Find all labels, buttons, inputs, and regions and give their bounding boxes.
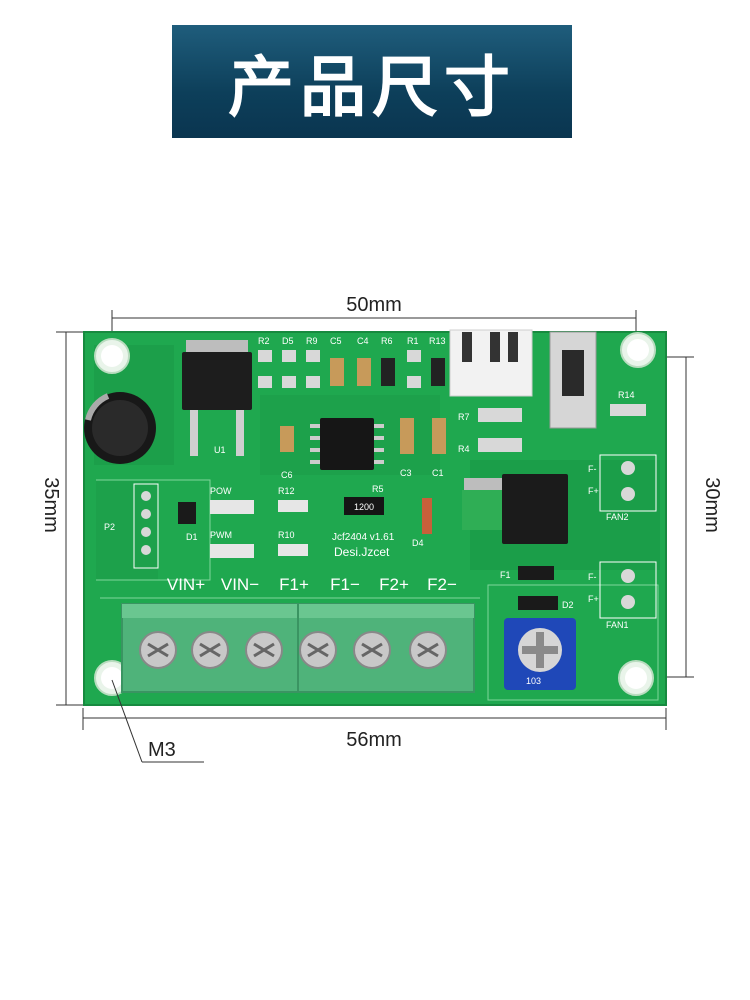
- designer-label: Desi.Jzcet: [334, 545, 390, 559]
- fan2-fminus: F-: [588, 464, 597, 474]
- dim-left-label: 35mm: [40, 477, 62, 533]
- r5-label: R5: [372, 484, 384, 494]
- terminal-label-0: VIN+: [167, 575, 205, 594]
- silk-top-5: R6: [381, 336, 393, 346]
- top-smd-components: [258, 350, 445, 388]
- fan1-fplus: F+: [588, 594, 599, 604]
- r5-code: 1200: [354, 502, 374, 512]
- terminal-screw-2: [245, 631, 283, 669]
- silk-top-0: R2: [258, 336, 270, 346]
- led-area: POW R12 PWM R10 D1: [178, 486, 308, 558]
- silk-top-4: C4: [357, 336, 369, 346]
- terminal-label-1: VIN−: [221, 575, 259, 594]
- soic-ic: [310, 418, 384, 470]
- fuse-and-diode: F1 D2: [500, 566, 574, 610]
- silk-top-7: R13: [429, 336, 446, 346]
- r10-label: R10: [278, 530, 295, 540]
- fan2-fplus: F+: [588, 486, 599, 496]
- dim-bottom-label: 56mm: [346, 729, 402, 751]
- silk-top-1: D5: [282, 336, 294, 346]
- d4-label: D4: [412, 538, 424, 548]
- pwm-label: PWM: [210, 530, 232, 540]
- terminal-label-4: F2+: [379, 575, 409, 594]
- p2-header: P2: [104, 483, 159, 569]
- r7-label: R7: [458, 412, 470, 422]
- top-silkscreen-row: R2 D5 R9 C5 C4 R6 R1 R13: [258, 336, 446, 346]
- terminal-screw-4: [353, 631, 391, 669]
- d2-label: D2: [562, 600, 574, 610]
- potentiometer: 103: [504, 618, 576, 690]
- terminal-screw-3: [299, 631, 337, 669]
- terminal-label-2: F1+: [279, 575, 309, 594]
- slide-switch: [549, 331, 597, 429]
- mounting-holes: [94, 332, 656, 696]
- u1-label: U1: [214, 445, 226, 455]
- silk-top-2: R9: [306, 336, 318, 346]
- pot-code: 103: [526, 676, 541, 686]
- d1-label: D1: [186, 532, 198, 542]
- title-banner: 产品尺寸: [172, 25, 572, 138]
- middle-components: C6 C3 C1 R7 R4: [280, 408, 522, 480]
- terminal-screw-0: [139, 631, 177, 669]
- terminal-labels: VIN+ VIN− F1+ F1− F2+ F2−: [167, 575, 457, 594]
- c1-label: C1: [432, 468, 444, 478]
- terminal-screw-5: [409, 631, 447, 669]
- dim-top-label: 50mm: [346, 294, 402, 316]
- terminal-label-3: F1−: [330, 575, 360, 594]
- dimension-right-height: 30mm: [636, 356, 723, 678]
- c6-label: C6: [281, 470, 293, 480]
- electrolytic-capacitor: [84, 392, 156, 464]
- m3-label: M3: [148, 739, 176, 761]
- dimension-left-height: 35mm: [40, 331, 84, 706]
- r14-label: R14: [618, 390, 635, 400]
- fan2-label: FAN2: [606, 512, 629, 522]
- screw-terminal-block: [121, 603, 475, 693]
- p2-label: P2: [104, 522, 115, 532]
- fan1-connector: F- F+ FAN1: [588, 561, 657, 630]
- dim-right-label: 30mm: [701, 477, 723, 533]
- terminal-label-5: F2−: [427, 575, 457, 594]
- pow-label: POW: [210, 486, 232, 496]
- silk-top-3: C5: [330, 336, 342, 346]
- m3-callout: M3: [111, 679, 204, 763]
- fan1-fminus: F-: [588, 572, 597, 582]
- r5-and-version: R5 1200 Jcf2404 v1.61 Desi.Jzcet D4: [332, 484, 432, 559]
- white-connector: [449, 329, 533, 397]
- f1-label: F1: [500, 570, 511, 580]
- u1-regulator: U1: [182, 340, 252, 456]
- fan1-label: FAN1: [606, 620, 629, 630]
- fan2-connector: F- F+ FAN2: [588, 454, 657, 522]
- silk-top-6: R1: [407, 336, 419, 346]
- terminal-screw-1: [191, 631, 229, 669]
- r12-label: R12: [278, 486, 295, 496]
- version-label: Jcf2404 v1.61: [332, 532, 395, 543]
- r4-label: R4: [458, 444, 470, 454]
- dimension-bottom-width: 56mm: [82, 708, 667, 751]
- c3-label: C3: [400, 468, 412, 478]
- banner-title: 产品尺寸: [228, 48, 516, 126]
- mosfet: [462, 474, 568, 544]
